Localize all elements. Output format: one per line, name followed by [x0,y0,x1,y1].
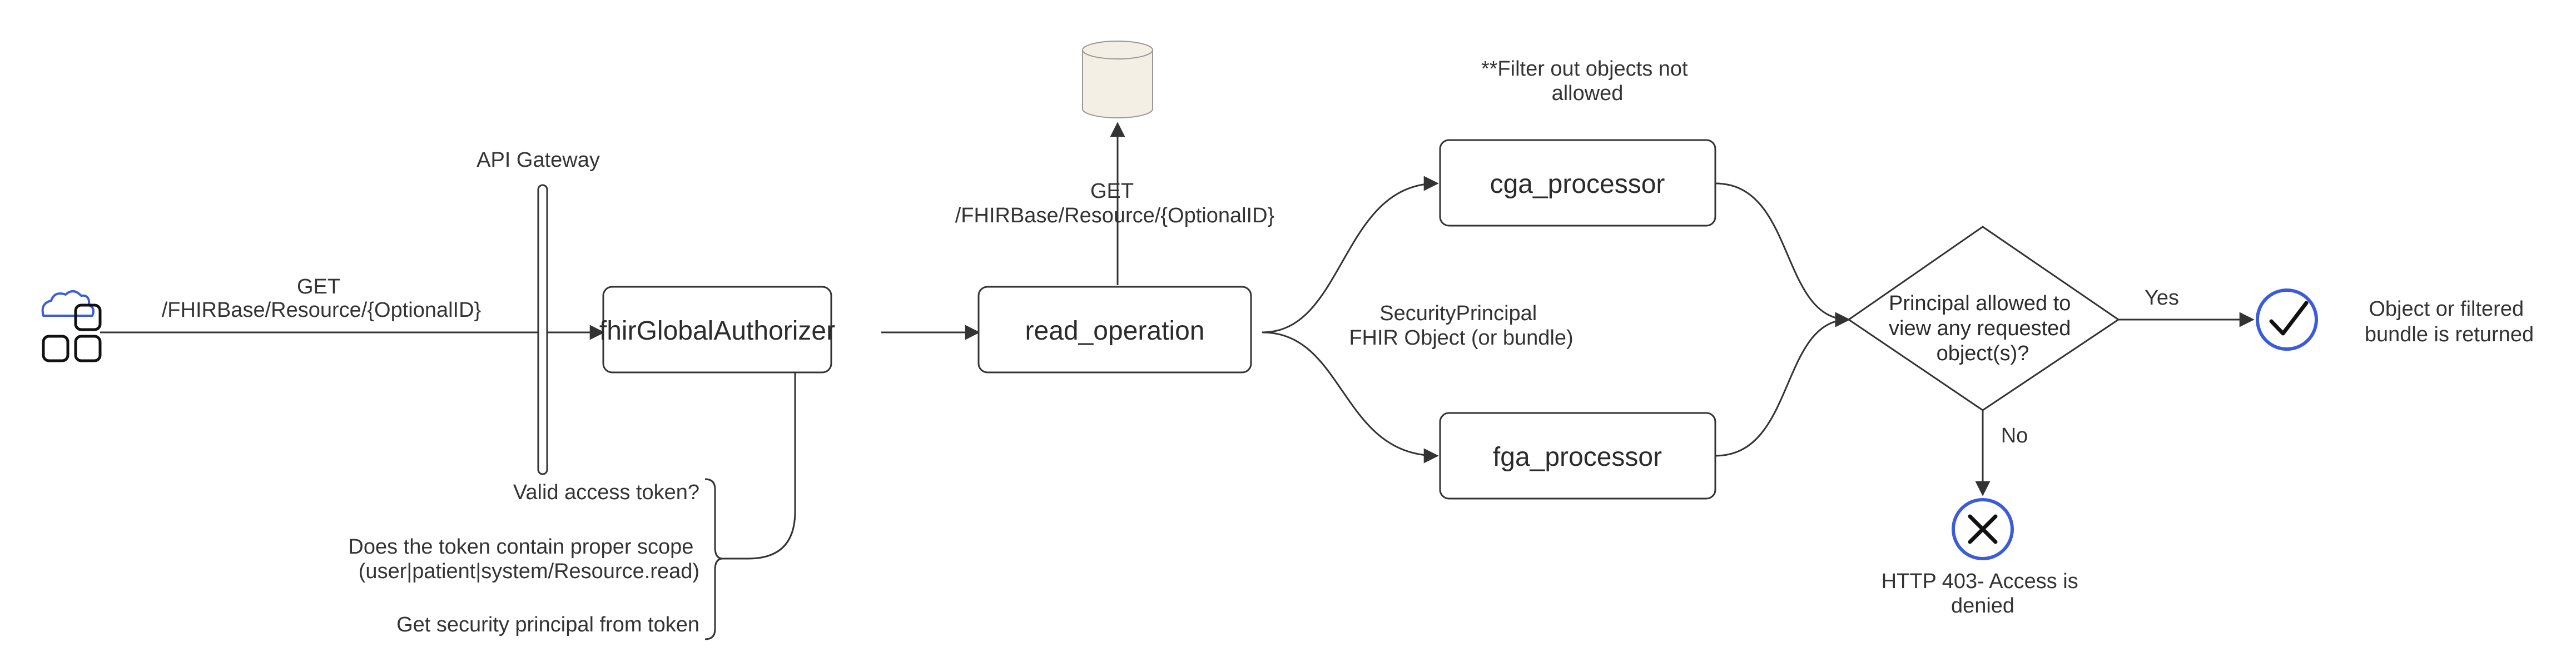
api-gateway: API Gateway [477,148,600,475]
database-icon [1082,41,1153,118]
decision-label: Principal allowed to view any requested … [1889,292,2077,365]
yes-label: Yes [2145,286,2179,310]
edge-authorizer-to-checks [722,371,796,560]
edge-read-to-fga [1262,331,1439,464]
svg-text:GET /FHIRBase/Resource/{: GET /FHIRBase/Resource/{OptionalID} [955,180,1275,227]
db-request-label: GET /FHIRBase/Resource/{OptionalID} [955,180,1275,227]
success-node: Object or filtered bundle is returned [2256,288,2534,351]
db-request-path: /FHIRBase/Resource/{OptionalID} [955,204,1275,227]
client-request-label: GET /FHIRBase/Resource/{OptionalID} [162,275,482,322]
read-operation-node[interactable]: read_operation [977,286,1252,374]
denied-label: HTTP 403- Access is denied [1882,570,2084,618]
decision-node[interactable]: Principal allowed to view any requested … [1848,226,2120,411]
payload-object: FHIR Object (or bundle) [1349,326,1573,350]
edge-cga-to-decision [1715,182,1850,327]
check-security-principal: Get security principal from token [396,613,699,636]
checkmark-circle-icon [2256,288,2318,351]
denied-node: HTTP 403- Access is denied [1882,498,2084,618]
success-label: Object or filtered bundle is returned [2365,297,2534,346]
check-valid-token: Valid access token? [513,481,699,504]
authorization-checks: Valid access token? Does the token conta… [348,478,723,640]
payload-principal: SecurityPrincipal [1379,302,1537,325]
filter-note: **Filter out objects not allowed [1481,57,1694,105]
x-circle-icon [1952,498,2014,560]
cga-processor-node[interactable]: cga_processor [1439,139,1716,227]
checks-brace [704,478,723,640]
cga-processor-label: cga_processor [1490,170,1665,199]
fga-processor-label: fga_processor [1493,442,1662,472]
edge-fga-to-decision [1715,312,1850,457]
client-request-path: /FHIRBase/Resource/{OptionalID} [162,298,482,322]
read-operation-label: read_operation [1025,316,1205,346]
cloud-apps-icon [41,290,102,362]
check-proper-scope: Does the token contain proper scope (use… [348,535,699,583]
svg-text:GET /FHIRBase/Resource/{: GET /FHIRBase/Resource/{OptionalID} [162,275,482,322]
payload-label: SecurityPrincipal FHIR Object (or bundle… [1349,302,1573,350]
api-gateway-bar [537,184,548,475]
edge-read-to-cga [1262,176,1439,333]
api-gateway-label: API Gateway [477,148,600,172]
db-request-method: GET [1090,180,1134,203]
svg-text:SecurityPrincipal FHIR O: SecurityPrincipal FHIR Object (or bundle… [1349,302,1573,350]
svg-text:**Filter out objects not: **Filter out objects not allowed [1481,57,1694,105]
fhir-global-authorizer-label: fhirGlobalAuthorizer [599,316,835,346]
fga-processor-node[interactable]: fga_processor [1439,412,1716,500]
client-request-method: GET [297,275,340,298]
fhir-global-authorizer-node[interactable]: fhirGlobalAuthorizer [599,286,835,374]
no-label: No [2001,424,2028,447]
edges [100,122,2255,560]
